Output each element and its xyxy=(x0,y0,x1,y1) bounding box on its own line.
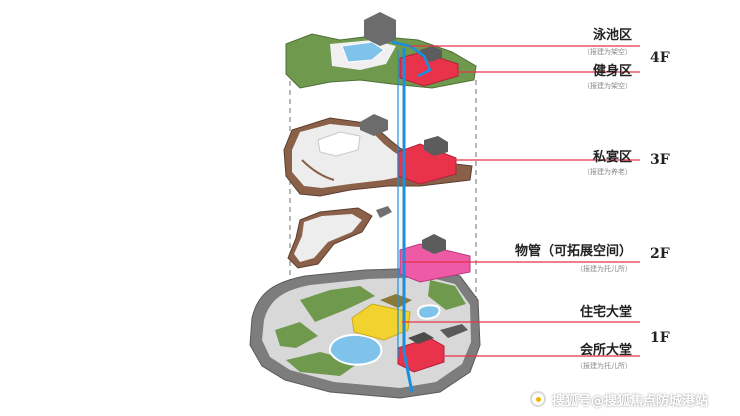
green-roof-3 xyxy=(275,322,318,348)
floor-label-3f: 3F xyxy=(650,152,670,168)
floor-2f-slab xyxy=(287,206,471,283)
water-feature xyxy=(416,304,441,320)
sublabel-gym: （报建为架空） xyxy=(583,82,632,90)
label-residential-lobby: 住宅大堂 xyxy=(579,305,632,320)
floor-label-1f: 1F xyxy=(650,330,670,346)
green-roof-2 xyxy=(428,280,466,310)
floor-label-4f: 4F xyxy=(650,50,670,66)
sublabel-pool: （报建为架空） xyxy=(583,48,632,56)
sublabel-banquet: （报建为养老） xyxy=(583,168,632,176)
label-pool: 泳池区 xyxy=(592,28,632,43)
sublabel-property: （报建为托儿所） xyxy=(576,265,632,273)
sohu-logo-icon xyxy=(530,391,546,407)
label-gym: 健身区 xyxy=(592,64,632,79)
floor-4f-slab xyxy=(285,12,477,89)
label-banquet: 私宴区 xyxy=(592,150,632,165)
pool-4f xyxy=(341,41,385,63)
property-block xyxy=(399,243,471,283)
green-roof-1 xyxy=(300,286,375,322)
4f-stair-core xyxy=(364,12,396,46)
floor-1f-slab xyxy=(249,267,481,399)
floor-3f-slab xyxy=(283,114,473,197)
vertical-circulation xyxy=(391,40,432,393)
property-roof xyxy=(422,234,446,254)
leader-lines xyxy=(402,45,640,357)
pool-1f xyxy=(328,334,383,366)
1f-pavilion xyxy=(440,324,468,338)
floor-label-2f: 2F xyxy=(650,246,670,262)
watermark: 搜狐号@搜狐焦点防城港站 xyxy=(530,388,735,410)
watermark-text: 搜狐号@搜狐焦点防城港站 xyxy=(552,393,709,409)
label-property: 物管（可拓展空间） xyxy=(514,244,632,259)
club-roof xyxy=(408,332,434,344)
label-club-lobby: 会所大堂 xyxy=(579,343,632,358)
sublabel-club-lobby: （报建为托儿所） xyxy=(576,362,632,370)
residential-lobby-block xyxy=(351,303,411,341)
banquet-roof xyxy=(424,136,448,156)
